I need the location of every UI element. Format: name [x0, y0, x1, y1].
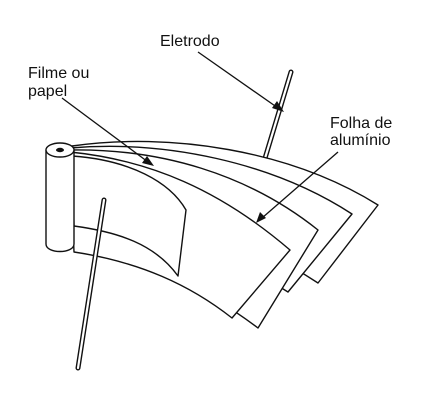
- label-filme-line2: papel: [28, 83, 67, 100]
- filme-leader: [61, 97, 149, 163]
- filme-arrowhead: [142, 156, 154, 166]
- aluminum-foil-sheet: [71, 155, 187, 277]
- leader-lines: [61, 51, 339, 223]
- label-eletrodo: Eletrodo: [160, 33, 220, 50]
- roll-cylinder: [45, 142, 75, 253]
- eletrodo-arrowhead: [272, 101, 284, 112]
- folha-arrowhead: [256, 212, 266, 223]
- eletrodo-leader: [197, 51, 279, 109]
- folha-leader: [261, 151, 339, 219]
- label-folha-line2: alumínio: [330, 132, 391, 149]
- label-folha-line1: Folha de: [330, 115, 392, 132]
- front-electrode-rod: [75, 197, 107, 371]
- label-filme-line1: Filme ou: [28, 65, 89, 82]
